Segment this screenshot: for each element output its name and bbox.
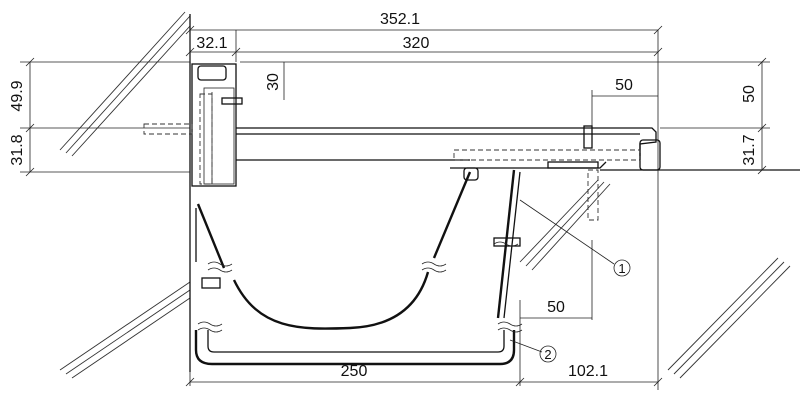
callout-label-1: 1 <box>618 261 625 276</box>
wall-hatch-bottom-left <box>59 281 191 379</box>
dim-right-height-top: 50 <box>741 85 758 103</box>
dim-depth: 30 <box>265 73 282 91</box>
dim-lower-offset: 50 <box>547 299 565 316</box>
u-channel <box>194 330 516 366</box>
dim-bottom-width: 250 <box>341 363 368 380</box>
screws <box>201 97 599 289</box>
leader-1 <box>519 199 615 265</box>
callout-label-2: 2 <box>544 347 551 362</box>
dim-right-height-bottom: 31.7 <box>741 134 758 165</box>
left-frame-profile <box>191 63 237 187</box>
leader-2 <box>509 339 543 353</box>
dim-left-height-top: 49.9 <box>9 80 26 111</box>
dim-right-offset-top: 50 <box>615 77 633 94</box>
break-marks <box>197 241 523 333</box>
lid-plate <box>236 127 661 171</box>
wall-hatch-bottom-right <box>667 257 791 379</box>
dimension-lines <box>25 25 767 387</box>
hidden-parts <box>143 93 641 221</box>
dim-left-part: 32.1 <box>196 35 227 52</box>
extension-lines <box>20 30 770 386</box>
wall-hatch-middle <box>519 179 611 271</box>
dim-left-height-bottom: 31.8 <box>9 134 26 165</box>
wall-hatch-top-left <box>59 11 191 157</box>
channel-bag <box>195 167 521 330</box>
dim-bottom-right: 102.1 <box>568 363 608 380</box>
dim-overall-width: 352.1 <box>380 11 420 28</box>
callout-circle-2 <box>539 345 557 363</box>
dim-span: 320 <box>403 35 430 52</box>
callout-circle-1 <box>613 259 631 277</box>
